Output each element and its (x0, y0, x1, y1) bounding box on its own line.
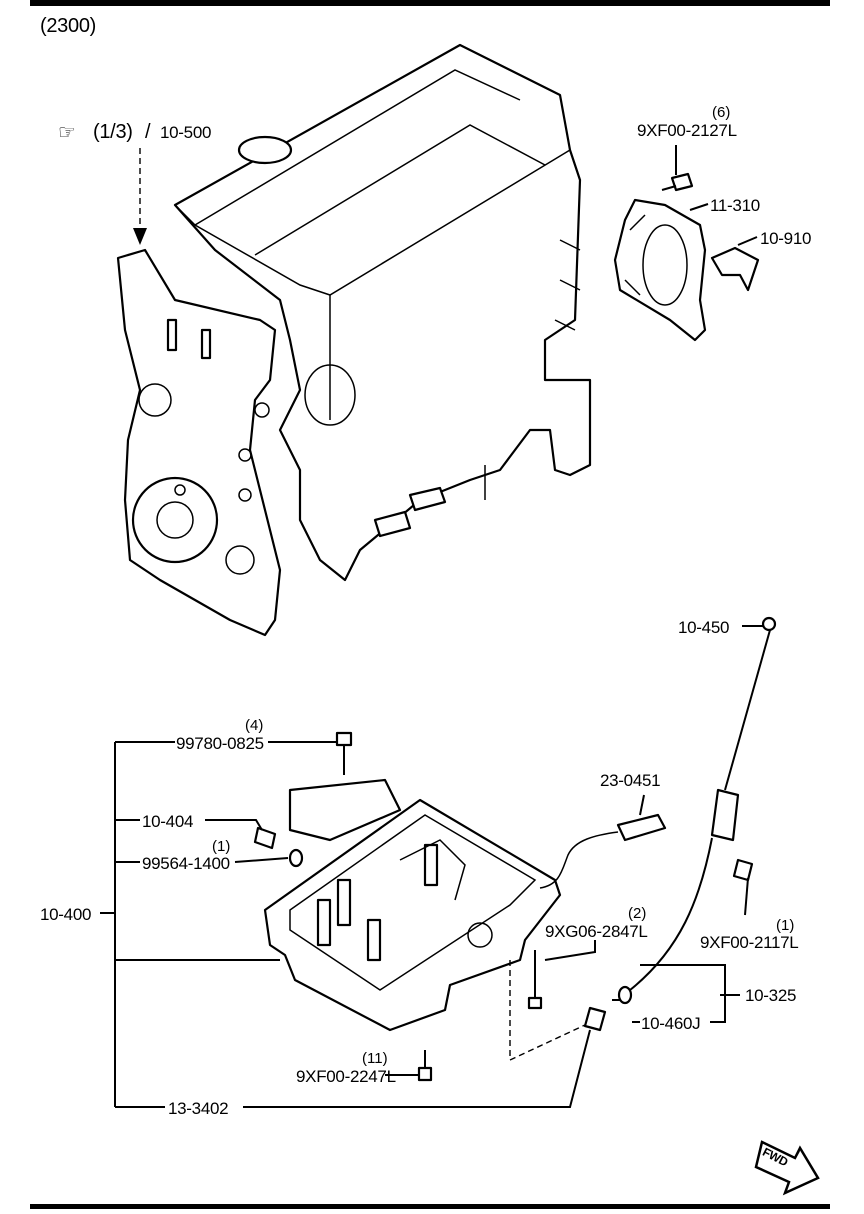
variant-label: (2300) (40, 15, 97, 37)
part-13-3402[interactable]: 13-3402 (168, 1099, 229, 1118)
dipstick-illustration (629, 616, 777, 991)
part-10-404[interactable]: 10-404 (142, 812, 194, 831)
drain-plug-illustration (253, 826, 277, 850)
reference-part[interactable]: 10-500 (160, 123, 212, 142)
qty-2847: (2) (628, 905, 647, 922)
part-9XF00-2247L[interactable]: 9XF00-2247L (296, 1067, 396, 1086)
part-99564-1400[interactable]: 99564-1400 (142, 854, 230, 873)
top-rule (30, 0, 830, 6)
part-10-460J[interactable]: 10-460J (641, 1014, 701, 1033)
qty-2117: (1) (776, 917, 795, 934)
timing-cover-illustration (116, 248, 282, 637)
bolt-0825-illustration (335, 731, 353, 775)
oil-level-sensor-illustration (539, 813, 667, 889)
bolt-2127-illustration (661, 172, 694, 192)
reference-arrowhead (133, 228, 147, 245)
pointing-hand-icon[interactable]: ☞ (58, 122, 76, 144)
part-10-400[interactable]: 10-400 (40, 905, 92, 924)
part-9XG06-2847L[interactable]: 9XG06-2847L (545, 922, 648, 941)
oil-seal-illustration (710, 246, 760, 292)
oil-pan-illustration (263, 778, 562, 1032)
qty-1400: (1) (212, 838, 231, 855)
tube-leader-dash (509, 1024, 586, 1061)
rear-seal-housing-illustration (613, 198, 707, 342)
leader-lines (100, 145, 763, 1108)
part-9XF00-2127L[interactable]: 9XF00-2127L (637, 121, 737, 140)
qty-2127: (6) (712, 104, 731, 121)
part-9XF00-2117L[interactable]: 9XF00-2117L (700, 933, 799, 952)
dipstick-tube-illustration (583, 1006, 607, 1032)
reference-separator: / (145, 121, 151, 143)
part-10-325[interactable]: 10-325 (745, 986, 797, 1005)
reference-pages[interactable]: (1/3) (93, 121, 133, 143)
part-10-450[interactable]: 10-450 (678, 618, 730, 637)
part-11-310[interactable]: 11-310 (710, 196, 760, 215)
o-ring-illustration (617, 985, 633, 1005)
bottom-rule (30, 1204, 830, 1209)
qty-2247: (11) (362, 1050, 388, 1067)
baffle-plate-illustration (288, 778, 402, 842)
part-10-910[interactable]: 10-910 (760, 229, 812, 248)
qty-0825: (4) (245, 717, 264, 734)
part-23-0451[interactable]: 23-0451 (600, 771, 661, 790)
part-99780-0825[interactable]: 99780-0825 (176, 734, 264, 753)
washer-illustration (288, 848, 304, 868)
engine-block-illustration (173, 43, 592, 582)
